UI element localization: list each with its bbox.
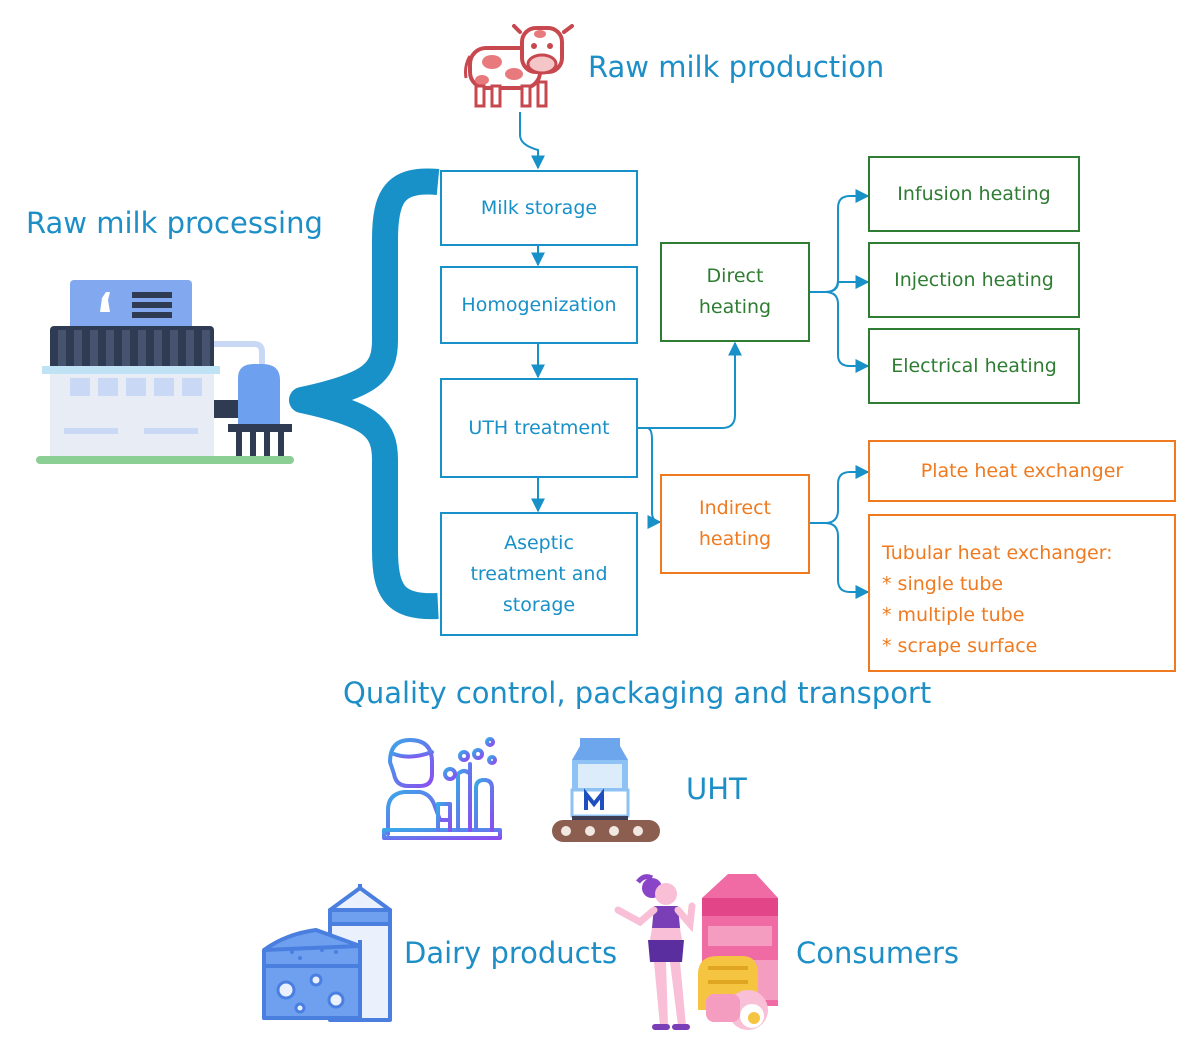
title-raw-milk-processing: Raw milk processing <box>26 206 323 240</box>
arrow-indirect-to-plate <box>808 465 870 524</box>
milk-carton-conveyor-icon <box>552 738 660 842</box>
title-quality-control: Quality control, packaging and transport <box>343 676 932 710</box>
arrow-uth-to-indirect <box>637 427 662 529</box>
tubular-item: * single tube <box>882 573 1004 595</box>
curly-brace <box>289 168 440 620</box>
direct-heating-box: Direct heating <box>660 242 810 342</box>
arrow-uth-to-direct <box>637 341 742 429</box>
electrical-heating-box: Electrical heating <box>868 328 1080 404</box>
arrow-indirect-to-tubular <box>824 522 870 599</box>
lab-scientist-icon <box>382 737 502 840</box>
cheese-silo-icon <box>262 884 392 1022</box>
indirect-heating-box: Indirect heating <box>660 474 810 574</box>
step-uth-treatment: UTH treatment <box>440 378 638 478</box>
step-milk-storage: Milk storage <box>440 170 638 246</box>
cow-icon <box>464 24 574 108</box>
tubular-item: * multiple tube <box>882 604 1025 626</box>
consumer-woman-icon <box>614 874 778 1030</box>
infusion-heating-box: Infusion heating <box>868 156 1080 232</box>
tubular-item: * scrape surface <box>882 635 1038 657</box>
step-homogenization: Homogenization <box>440 266 638 344</box>
arrow-direct-to-electrical <box>824 291 870 373</box>
arrow-cow-to-storage <box>519 112 545 170</box>
arrow-direct-to-infusion <box>808 189 870 293</box>
label-consumers: Consumers <box>796 936 959 970</box>
arrow-direct-to-injection <box>824 275 870 293</box>
label-uht: UHT <box>686 772 747 806</box>
factory-icon <box>36 280 294 464</box>
title-raw-milk-production: Raw milk production <box>588 50 885 84</box>
label-dairy-products: Dairy products <box>404 936 618 970</box>
plate-heat-exchanger-box: Plate heat exchanger <box>868 440 1176 502</box>
step-aseptic: Aseptic treatment and storage <box>440 512 638 636</box>
tubular-heat-exchanger-box: Tubular heat exchanger: * single tube * … <box>868 514 1176 672</box>
injection-heating-box: Injection heating <box>868 242 1080 318</box>
tubular-title: Tubular heat exchanger: <box>882 542 1113 564</box>
